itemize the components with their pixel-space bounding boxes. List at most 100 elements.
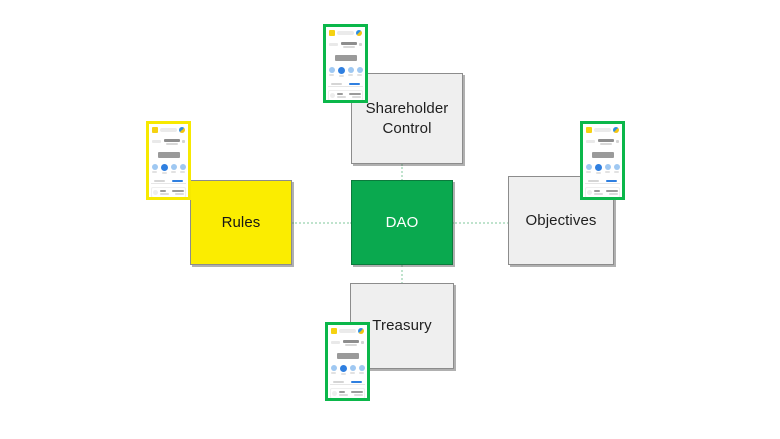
- wallet-logo-icon: [586, 127, 592, 133]
- phone-mockup-shareholder[interactable]: [323, 24, 368, 103]
- node-shareholder-control[interactable]: Shareholder Control: [351, 73, 463, 164]
- token-icon: [332, 391, 337, 396]
- receive-button[interactable]: [613, 164, 620, 174]
- url-bar[interactable]: [594, 128, 611, 132]
- account-name: [342, 339, 359, 343]
- token-list: [330, 388, 365, 398]
- connector-dao-to-treasury: [401, 265, 403, 284]
- list-item[interactable]: [585, 187, 620, 197]
- tab-activity[interactable]: [605, 180, 617, 182]
- buy-label: [152, 171, 157, 173]
- account-address: [599, 142, 612, 145]
- account-name: [597, 138, 614, 142]
- url-bar[interactable]: [160, 128, 177, 132]
- phone-topbar: [328, 29, 363, 37]
- phone-screen: [326, 27, 365, 100]
- account-row[interactable]: [330, 338, 365, 347]
- node-treasury-label: Treasury: [372, 317, 432, 335]
- account-address: [344, 343, 357, 346]
- connector-rules-to-dao: [292, 222, 352, 224]
- token-text: [337, 93, 347, 98]
- send-icon: [339, 365, 347, 372]
- network-chip[interactable]: [329, 43, 338, 46]
- node-dao[interactable]: DAO: [351, 180, 453, 265]
- list-item[interactable]: [330, 388, 365, 398]
- swap-icon: [347, 67, 354, 73]
- swap-icon: [349, 365, 356, 371]
- token-icon: [153, 190, 158, 195]
- account-row[interactable]: [151, 137, 186, 146]
- send-button[interactable]: [594, 164, 602, 174]
- swap-icon: [170, 164, 177, 170]
- balance-amount: [591, 152, 614, 158]
- list-item[interactable]: [328, 90, 363, 100]
- account-row[interactable]: [585, 137, 620, 146]
- receive-button[interactable]: [179, 164, 186, 174]
- swap-button[interactable]: [170, 164, 177, 174]
- buy-button[interactable]: [151, 164, 158, 174]
- account-address: [342, 45, 355, 48]
- phone-tabs: [328, 83, 363, 87]
- send-button[interactable]: [160, 164, 168, 174]
- receive-icon: [356, 67, 363, 73]
- account-avatar-icon[interactable]: [613, 127, 619, 133]
- account-avatar-icon[interactable]: [358, 328, 364, 334]
- network-chip[interactable]: [152, 140, 161, 143]
- phone-mockup-rules[interactable]: [146, 121, 191, 200]
- swap-button[interactable]: [604, 164, 611, 174]
- token-value: [606, 190, 618, 195]
- tab-activity[interactable]: [348, 83, 360, 85]
- connector-shareholder-to-dao: [401, 164, 403, 181]
- send-label: [595, 172, 601, 174]
- account-row[interactable]: [328, 40, 363, 49]
- more-options-icon[interactable]: [182, 140, 185, 143]
- send-icon: [594, 164, 602, 171]
- list-item[interactable]: [151, 187, 186, 197]
- url-bar[interactable]: [337, 31, 354, 35]
- buy-button[interactable]: [585, 164, 592, 174]
- url-bar[interactable]: [339, 329, 356, 333]
- buy-button[interactable]: [330, 365, 337, 375]
- token-list: [585, 187, 620, 197]
- balance-amount: [157, 152, 180, 158]
- tab-tokens[interactable]: [154, 180, 166, 182]
- send-label: [161, 172, 167, 174]
- account-avatar-icon[interactable]: [356, 30, 362, 36]
- swap-label: [350, 372, 355, 374]
- network-chip[interactable]: [586, 140, 595, 143]
- token-value: [172, 190, 184, 195]
- more-options-icon[interactable]: [616, 140, 619, 143]
- buy-icon: [585, 164, 592, 170]
- account-info: [163, 138, 180, 145]
- tab-tokens[interactable]: [588, 180, 600, 182]
- swap-button[interactable]: [349, 365, 356, 375]
- tab-tokens[interactable]: [333, 381, 345, 383]
- more-options-icon[interactable]: [361, 341, 364, 344]
- receive-button[interactable]: [358, 365, 365, 375]
- send-button[interactable]: [339, 365, 347, 375]
- token-value: [351, 391, 363, 396]
- tab-activity[interactable]: [350, 381, 362, 383]
- action-buttons: [328, 67, 363, 77]
- connector-dao-to-objectives: [452, 222, 509, 224]
- receive-icon: [613, 164, 620, 170]
- swap-label: [171, 171, 176, 173]
- network-chip[interactable]: [331, 341, 340, 344]
- node-rules[interactable]: Rules: [190, 180, 292, 265]
- tab-tokens[interactable]: [331, 83, 343, 85]
- phone-mockup-objectives[interactable]: [580, 121, 625, 200]
- swap-button[interactable]: [347, 67, 354, 77]
- receive-button[interactable]: [356, 67, 363, 77]
- phone-topbar: [585, 126, 620, 134]
- more-options-icon[interactable]: [359, 43, 362, 46]
- node-objectives-label: Objectives: [525, 211, 597, 229]
- action-buttons: [330, 365, 365, 375]
- phone-tabs: [585, 180, 620, 184]
- phone-mockup-treasury[interactable]: [325, 322, 370, 401]
- account-avatar-icon[interactable]: [179, 127, 185, 133]
- send-button[interactable]: [337, 67, 345, 77]
- buy-button[interactable]: [328, 67, 335, 77]
- tab-activity[interactable]: [171, 180, 183, 182]
- wallet-logo-icon: [329, 30, 335, 36]
